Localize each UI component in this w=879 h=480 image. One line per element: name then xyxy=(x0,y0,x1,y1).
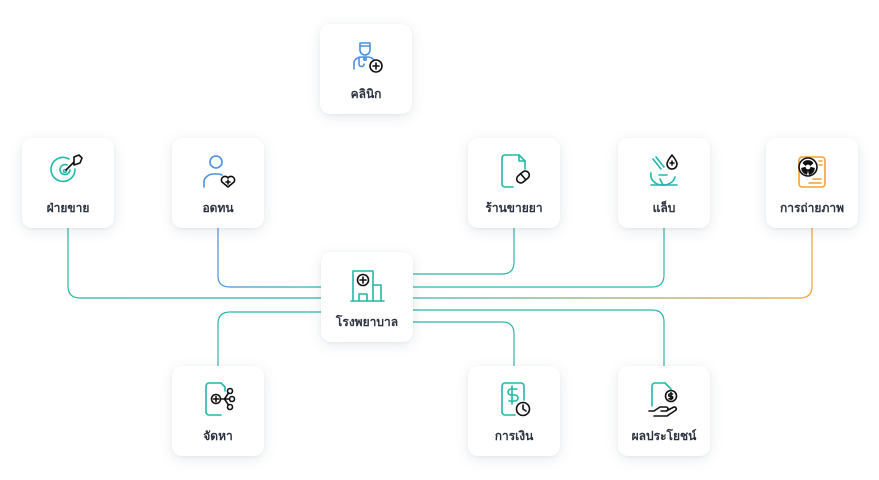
node-label: ผลประโยชน์ xyxy=(631,429,697,443)
node-label: ฝ่ายขาย xyxy=(46,201,90,215)
node-label: อดทน xyxy=(202,201,234,215)
node-label: คลินิก xyxy=(350,87,382,101)
dollar-document-clock-icon xyxy=(495,379,533,419)
node-label: จัดหา xyxy=(203,429,233,443)
node-label: ร้านขายยา xyxy=(485,201,543,215)
document-hand-coin-icon xyxy=(645,379,683,419)
doctor-plus-icon xyxy=(347,37,385,77)
node-pharmacy[interactable]: ร้านขายยา xyxy=(468,138,560,228)
node-label: การถ่ายภาพ xyxy=(779,201,845,215)
target-pen-icon xyxy=(49,151,87,191)
connector-benefits xyxy=(412,309,665,366)
connector-sales xyxy=(67,228,322,299)
hospital-building-icon xyxy=(348,265,386,305)
node-sales[interactable]: ฝ่ายขาย xyxy=(22,138,114,228)
connector-imaging xyxy=(412,228,813,299)
connector-procurement xyxy=(217,311,322,366)
connector-finance xyxy=(412,321,515,366)
hub-label: โรงพยาบาล xyxy=(335,315,399,329)
node-finance[interactable]: การเงิน xyxy=(468,366,560,456)
node-label: การเงิน xyxy=(494,429,534,443)
radiation-document-icon xyxy=(793,151,831,191)
node-label: แล็บ xyxy=(652,201,676,215)
document-network-icon xyxy=(199,379,237,419)
node-patient[interactable]: อดทน xyxy=(172,138,264,228)
node-clinic[interactable]: คลินิก xyxy=(320,24,412,114)
node-benefits[interactable]: ผลประโยชน์ xyxy=(618,366,710,456)
connector-patient xyxy=(217,228,322,288)
node-lab[interactable]: แล็บ xyxy=(618,138,710,228)
node-imaging[interactable]: การถ่ายภาพ xyxy=(766,138,858,228)
microscope-drop-icon xyxy=(645,151,683,191)
document-pill-icon xyxy=(495,151,533,191)
connector-pharmacy xyxy=(412,228,515,275)
node-procurement[interactable]: จัดหา xyxy=(172,366,264,456)
connector-lab xyxy=(412,228,665,288)
person-heart-icon xyxy=(199,151,237,191)
hub-hospital[interactable]: โรงพยาบาล xyxy=(321,252,413,342)
